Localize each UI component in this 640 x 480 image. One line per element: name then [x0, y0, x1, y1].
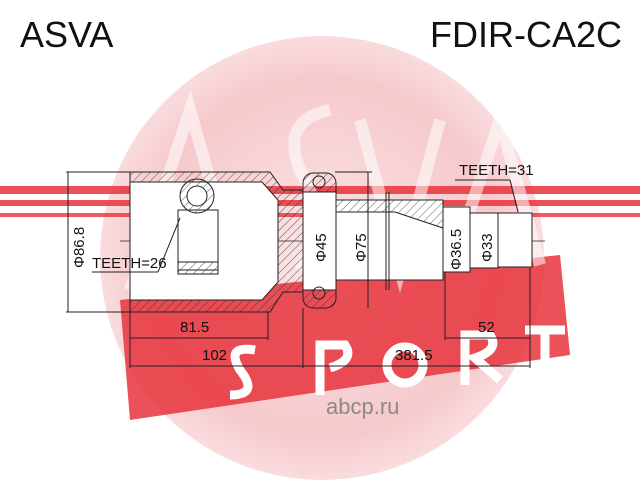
dim-joint-length: 102: [202, 347, 227, 364]
dim-housing-length: 81.5: [180, 319, 209, 336]
dim-housing-diameter: Φ86.8: [71, 227, 88, 268]
axle-joint-drawing: [66, 171, 545, 368]
dim-shaft-diameter: Φ36.5: [448, 229, 465, 270]
brand-name: ASVA: [20, 14, 114, 55]
dim-spline-diameter: Φ33: [479, 233, 496, 262]
dim-neck-diameter: Φ45: [313, 233, 330, 262]
teeth-inner-label: TEETH=26: [92, 255, 167, 272]
dim-total-length: 381.5: [395, 347, 433, 364]
teeth-outer-label: TEETH=31: [459, 162, 534, 179]
part-number: FDIR-CA2C: [429, 14, 622, 55]
site-watermark: abcp.ru: [326, 394, 399, 419]
dim-flange-diameter: Φ75: [353, 233, 370, 262]
dim-spline-length: 52: [478, 319, 495, 336]
